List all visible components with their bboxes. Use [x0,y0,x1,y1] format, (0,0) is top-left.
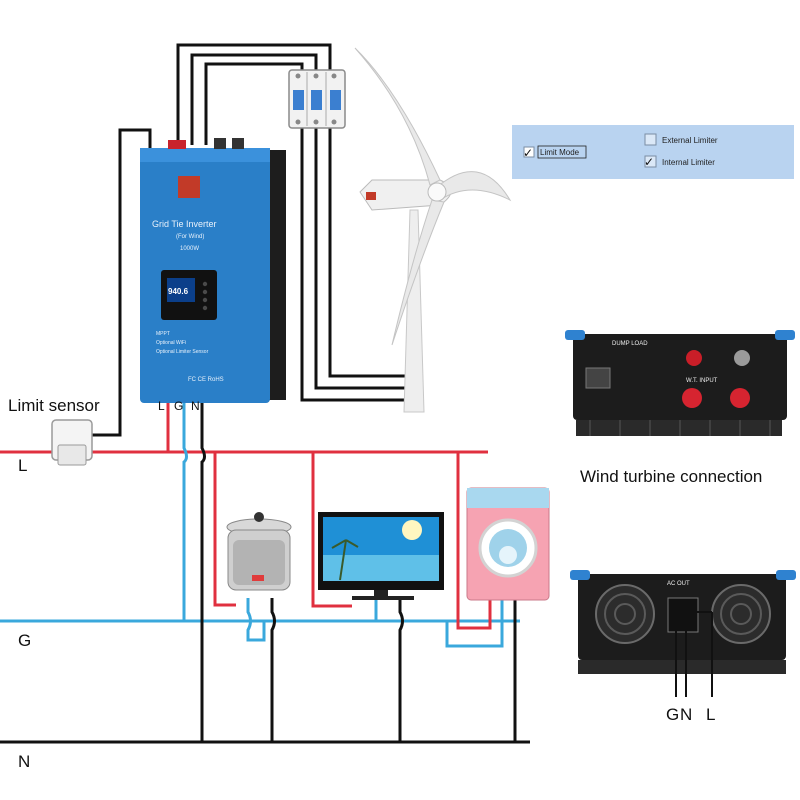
breaker-wire-2 [190,53,318,145]
ac-out-terminal-l: L [706,705,715,724]
inverter-terminal-n: N [191,399,200,413]
inverter-cert: FC CE RoHS [188,377,224,383]
ac-out-terminal-n: N [680,705,692,724]
live-bus-label: L [18,456,27,475]
wind-turbine [354,47,512,413]
turbine-wire-3 [328,128,412,378]
limit-mode-label-frame [537,145,587,159]
tv-neutral-wire [398,598,404,742]
circuit-breaker [288,69,346,129]
ground-bus-label: G [18,631,31,650]
inverter-feature-2: Optional WiFi [156,340,186,346]
external-limiter-checkbox[interactable] [644,133,657,146]
limit-mode-checkbox[interactable] [523,146,535,158]
limit-mode-label: Limit Mode [540,148,580,157]
wind-turbine-connection-label: Wind turbine connection [580,467,762,486]
internal-limiter-label: Internal Limiter [662,158,715,167]
inverter-ground-wire [182,398,188,621]
inverter-display-value: 940.6 [168,287,189,296]
ac-out-label: AC OUT [667,581,690,587]
inverter-subtitle: (For Wind) [176,234,204,240]
wt-input-label: W.T. INPUT [686,378,718,384]
rice-cooker [226,512,292,591]
inverter-power: 1000W [180,246,199,252]
inverter-terminal-g: G [174,399,183,413]
breaker-wire-3 [204,62,304,145]
neutral-bus-label: N [18,752,30,771]
washer-live-wire [456,452,492,630]
cooker-live-wire [213,452,236,607]
turbine-wire-2 [314,128,412,390]
washing-machine [466,487,550,601]
inverter-neutral-wire [200,398,206,742]
grid-tie-inverter [140,138,286,403]
television [318,512,444,600]
washer-ground-wire [445,600,504,648]
limit-sensor-wire [92,128,152,437]
external-limiter-label: External Limiter [662,136,718,145]
inverter-terminal-l: L [158,399,165,413]
cooker-ground-wire [246,598,266,642]
cooker-neutral-wire [270,598,276,742]
internal-limiter-checkbox[interactable] [644,155,657,168]
inverter-feature-3: Optional Limiter Sensor [156,349,209,355]
limit-mode-check-icon: ✓ [523,146,533,160]
limit-sensor [51,419,93,466]
internal-limiter-check-icon: ✓ [644,155,654,169]
wind-turbine-connection-panel [565,330,795,436]
ac-out-panel [570,570,796,697]
breaker-wire-1 [176,43,332,145]
inverter-feature-1: MPPT [156,331,170,337]
tv-live-wire [311,452,352,608]
ac-out-terminal-g: G [666,705,679,724]
dump-load-label: DUMP LOAD [612,341,648,347]
turbine-wire-1 [300,128,412,402]
limit-sensor-label: Limit sensor [8,396,100,415]
inverter-title: Grid Tie Inverter [152,219,217,229]
